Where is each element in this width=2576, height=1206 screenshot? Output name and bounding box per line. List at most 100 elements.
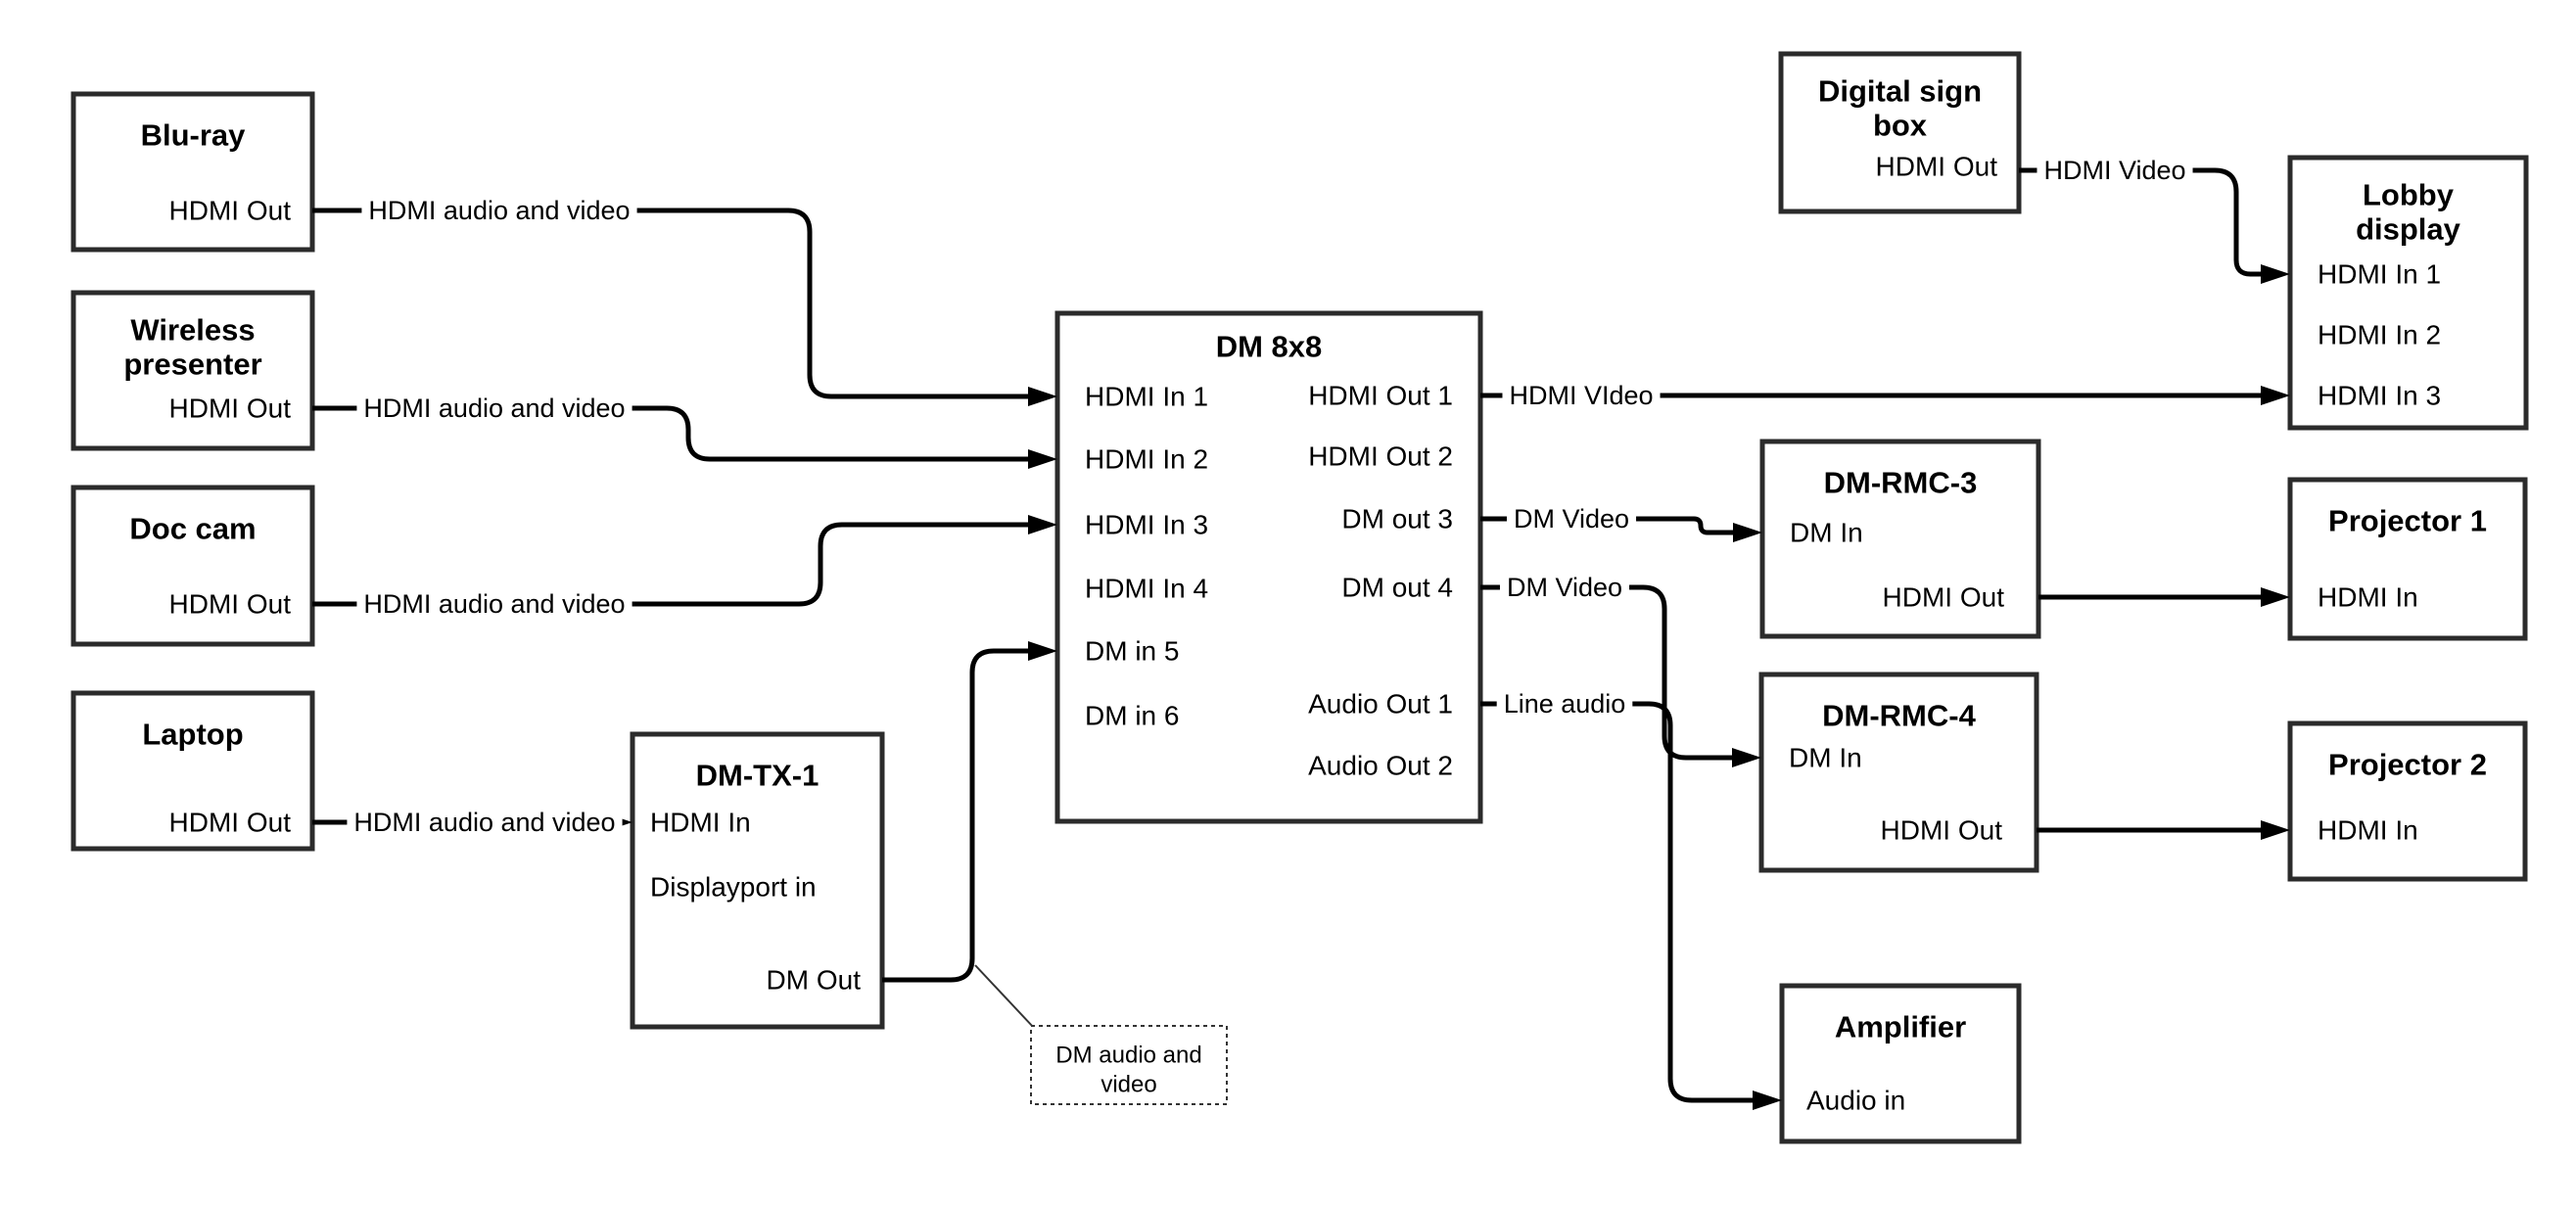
port-projector-1-hdmi-in: HDMI In (2318, 582, 2418, 613)
node-dm-tx-1-title: DM-TX-1 (696, 759, 820, 793)
arrowhead (1028, 387, 1057, 406)
node-laptop-box (70, 690, 315, 852)
arrowhead (1733, 523, 1762, 542)
edge-rmc4-hdmiout-to-proj2 (2037, 820, 2290, 840)
port-laptop-hdmi-out: HDMI Out (169, 808, 292, 838)
edge-sign-to-lobby-in1-line (2019, 167, 2265, 277)
edge-dm8x8-out3-to-rmc3-dmin-label-bg (1506, 502, 1637, 535)
node-wireless-presenter-box (70, 290, 315, 451)
node-doc-cam-box (70, 485, 315, 647)
port-dm-8x8-hdmi-in-2: HDMI In 2 (1085, 444, 1208, 475)
node-dm-8x8-title: DM 8x8 (1216, 330, 1323, 364)
port-lobby-display-hdmi-in-1: HDMI In 1 (2318, 259, 2441, 290)
arrowhead (2261, 587, 2290, 607)
arrowhead (2261, 386, 2290, 405)
port-lobby-display-hdmi-in-2: HDMI In 2 (2318, 320, 2441, 350)
arrowhead (1028, 449, 1057, 469)
port-wireless-presenter-hdmi-out: HDMI Out (169, 394, 292, 424)
edge-wireless-to-dm8x8-in2-label-bg (356, 392, 632, 425)
node-dm-tx-1-box (630, 731, 885, 1030)
edge-dm8x8-audio1-to-amp-label-bg (1496, 687, 1633, 720)
node-dm-rmc-4: DM-RMC-4 DM In HDMI Out (1758, 672, 2039, 873)
port-amplifier-audio-in: Audio in (1806, 1086, 1905, 1116)
edge-sign-to-lobby-in1-label-bg (2037, 154, 2193, 187)
edge-dm8x8-out4-to-rmc4-dmin-label: DM Video (1507, 573, 1622, 602)
edge-dm8x8-audio1-to-amp-label: Line audio (1504, 689, 1626, 719)
port-dm-8x8-hdmi-out-1: HDMI Out 1 (1308, 381, 1453, 411)
node-doc-cam-title: Doc cam (129, 512, 256, 546)
node-digital-sign-box-title: Digital sign (1818, 74, 1982, 109)
node-digital-sign-box-box (1778, 51, 2022, 214)
note-leader-line (974, 964, 1035, 1029)
node-dm-rmc-4-title: DM-RMC-4 (1822, 699, 1976, 733)
node-amplifier-title: Amplifier (1835, 1010, 1966, 1044)
edge-wireless-to-dm8x8-in2-label: HDMI audio and video (363, 394, 625, 423)
port-dm-rmc-4-dm-in: DM In (1789, 743, 1862, 773)
edge-doccam-to-dm8x8-in3-line (312, 522, 1032, 607)
port-lobby-display-hdmi-in-3: HDMI In 3 (2318, 381, 2441, 411)
node-laptop-title: Laptop (142, 718, 243, 752)
edge-laptop-to-dmtx-hdmiin: HDMI audio and video (312, 806, 632, 839)
port-dm-8x8-hdmi-in-3: HDMI In 3 (1085, 510, 1208, 540)
port-dm-8x8-hdmi-out-2: HDMI Out 2 (1308, 441, 1453, 472)
edge-laptop-to-dmtx-hdmiin-label-bg (347, 806, 623, 839)
edge-sign-to-lobby-in1-label: HDMI Video (2043, 156, 2185, 185)
node-blu-ray-title: Blu-ray (141, 118, 247, 153)
node-digital-sign-box-title: box (1873, 109, 1928, 143)
port-dm-rmc-3-dm-in: DM In (1790, 518, 1863, 548)
node-projector-2-box (2287, 720, 2528, 882)
port-dm-tx-1-dm-out: DM Out (767, 965, 862, 996)
edge-dmtx-dmout-to-dm8x8-in5-line (882, 648, 1032, 983)
edge-dm8x8-out1-to-lobby-in3: HDMI VIdeo (1480, 379, 2290, 412)
port-dm-8x8-dm-out-4: DM out 4 (1341, 573, 1453, 603)
edge-dm8x8-out4-to-rmc4-dmin: DM Video (1480, 571, 1761, 767)
edge-dm8x8-out4-to-rmc4-dmin-label-bg (1499, 571, 1630, 604)
arrowhead (2261, 820, 2290, 840)
node-projector-2-title: Projector 2 (2328, 748, 2487, 782)
note-box (1030, 1025, 1228, 1105)
port-dm-tx-1-displayport-in: Displayport in (650, 872, 817, 903)
edge-bluray-to-dm8x8-in1-line (312, 208, 1032, 399)
note-text: DM audio and (1055, 1043, 1201, 1069)
port-dm-8x8-audio-out-2: Audio Out 2 (1308, 751, 1453, 781)
port-dm-rmc-3-hdmi-out: HDMI Out (1883, 582, 2005, 613)
port-digital-sign-box-hdmi-out: HDMI Out (1876, 152, 1998, 182)
edge-dm8x8-audio1-to-amp: Line audio (1480, 687, 1782, 1110)
port-dm-rmc-4-hdmi-out: HDMI Out (1881, 815, 2003, 846)
port-dm-8x8-hdmi-in-1: HDMI In 1 (1085, 382, 1208, 412)
arrowhead (1028, 515, 1057, 534)
node-amplifier-box (1779, 983, 2022, 1144)
edge-wireless-to-dm8x8-in2: HDMI audio and video (312, 392, 1057, 469)
edge-wireless-to-dm8x8-in2-line (312, 405, 1032, 462)
edge-sign-to-lobby-in1: HDMI Video (2019, 154, 2290, 284)
node-lobby-display-title: Lobby (2363, 178, 2455, 212)
port-dm-tx-1-hdmi-in: HDMI In (650, 808, 751, 838)
node-wireless-presenter-title: presenter (123, 348, 261, 382)
arrowhead (1732, 748, 1761, 767)
edge-bluray-to-dm8x8-in1-label-bg (361, 194, 637, 227)
edge-dm8x8-out4-to-rmc4-dmin-line (1480, 584, 1736, 761)
edge-bluray-to-dm8x8-in1-label: HDMI audio and video (368, 196, 630, 225)
edge-dm8x8-out1-to-lobby-in3-label-bg (1502, 379, 1661, 412)
edge-rmc3-hdmiout-to-proj1 (2038, 587, 2290, 607)
node-lobby-display-title: display (2356, 212, 2461, 247)
edge-dm8x8-audio1-to-amp-line (1480, 701, 1756, 1103)
edge-dm8x8-out3-to-rmc3-dmin: DM Video (1480, 502, 1762, 542)
node-projector-1-title: Projector 1 (2328, 504, 2487, 538)
edge-bluray-to-dm8x8-in1: HDMI audio and video (312, 194, 1057, 406)
port-blu-ray-hdmi-out: HDMI Out (169, 196, 292, 226)
edge-laptop-to-dmtx-hdmiin-label: HDMI audio and video (353, 808, 615, 837)
port-dm-8x8-dm-in-6: DM in 6 (1085, 701, 1179, 731)
node-dm-rmc-4-box (1758, 672, 2039, 873)
